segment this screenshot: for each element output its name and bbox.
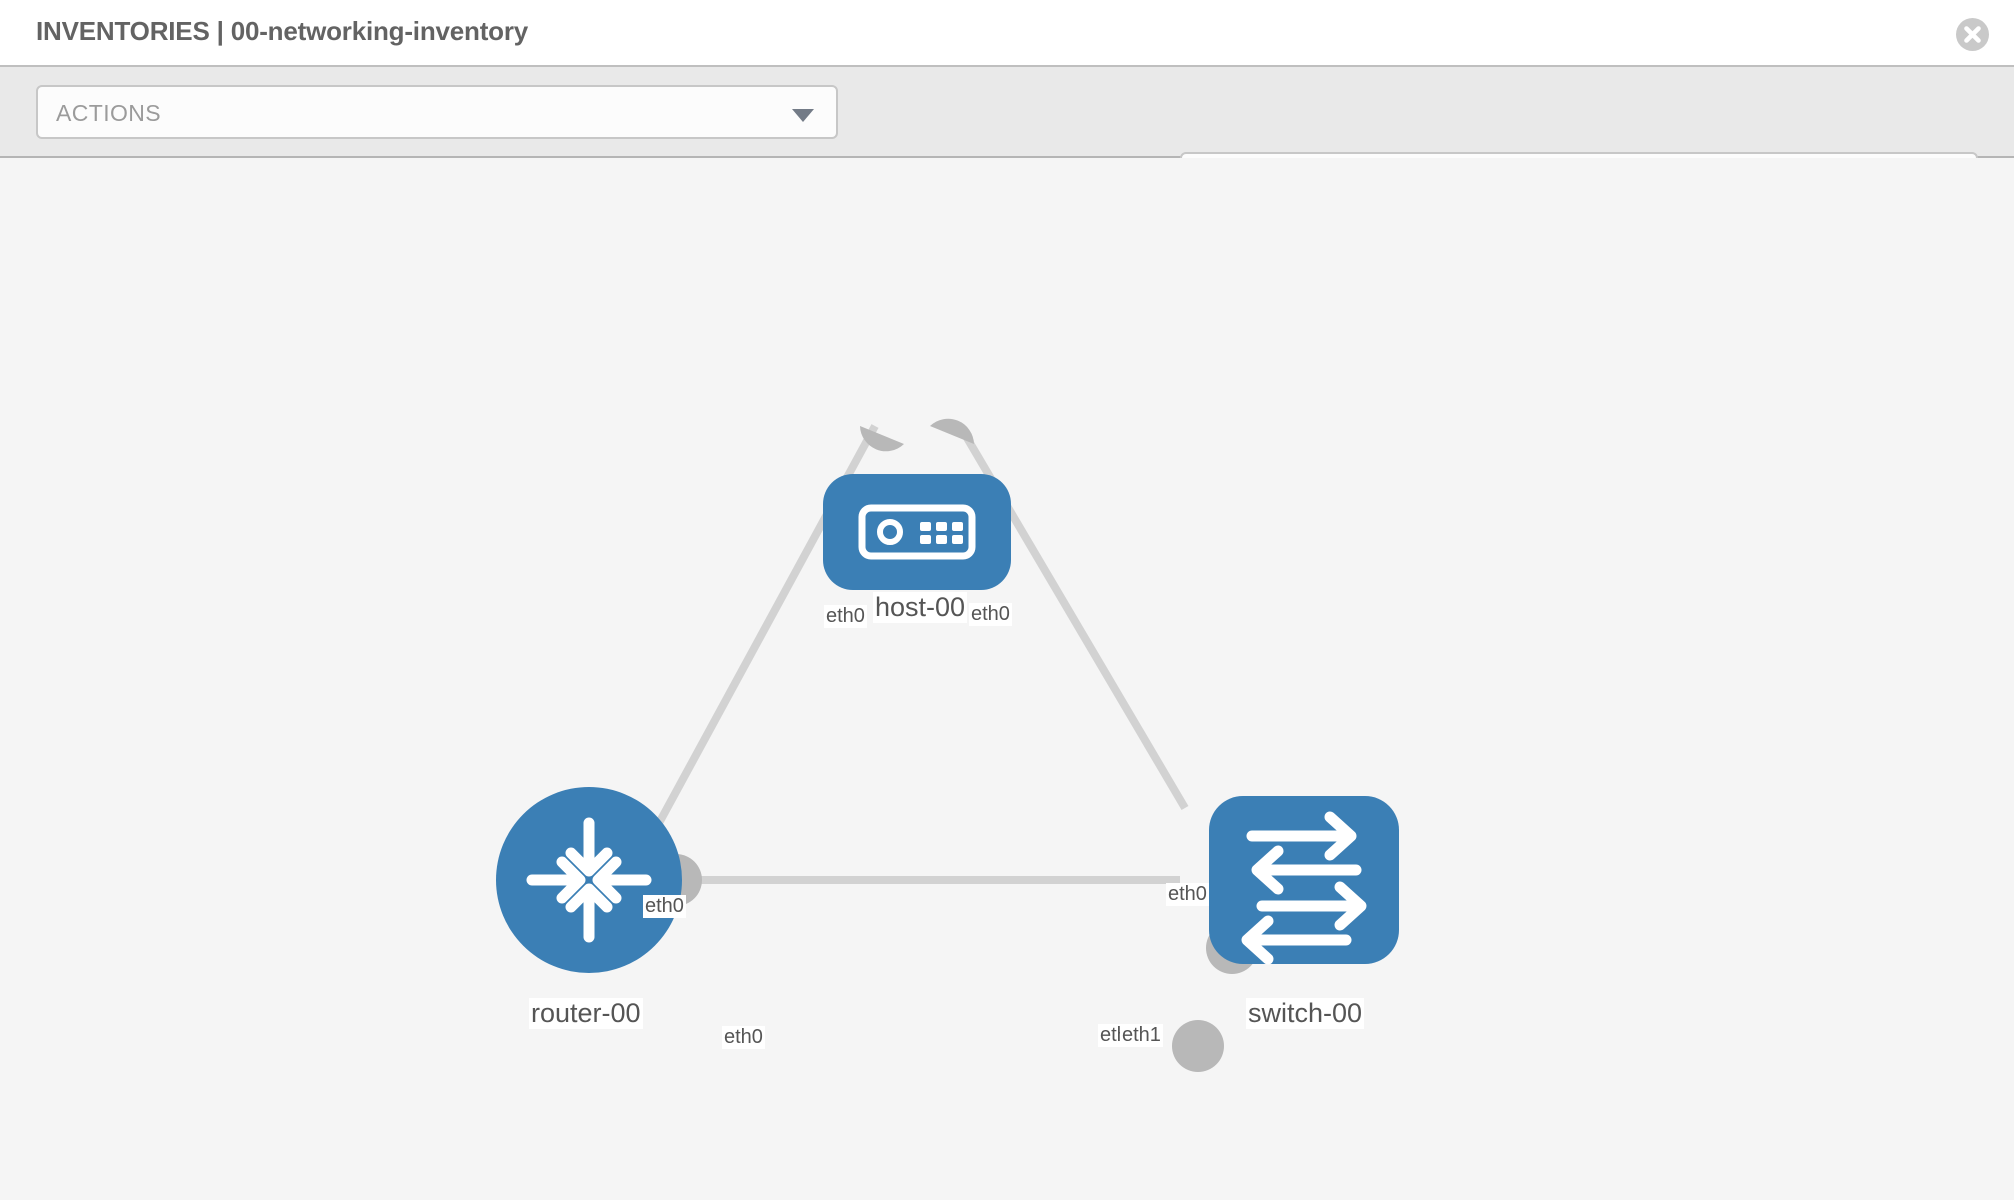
node-host-00[interactable]: [823, 474, 1011, 590]
switch-icon: [1241, 811, 1367, 965]
server-icon: [858, 504, 976, 560]
iface-label-switch-left-front: eth1: [1120, 1024, 1163, 1047]
page-header: INVENTORIES | 00-networking-inventory: [0, 0, 2014, 67]
actions-dropdown[interactable]: ACTIONS: [36, 85, 838, 139]
toolbar: ACTIONS SEARCH: [0, 67, 2014, 206]
node-label-host-00: host-00: [873, 592, 968, 624]
connector-router-right: [676, 854, 702, 906]
router-icon: [526, 817, 652, 943]
connector-switch-left: [1172, 1020, 1224, 1072]
iface-label-host-right: eth0: [969, 603, 1012, 626]
node-switch-00[interactable]: [1209, 796, 1399, 965]
iface-label-router-up: eth0: [643, 895, 686, 918]
close-icon[interactable]: [1956, 18, 1989, 51]
topology-canvas[interactable]: host-00 router-00 switch-00 eth0 eth0 et…: [0, 158, 2014, 1200]
iface-label-host-left: eth0: [824, 605, 867, 628]
topology-graph: [496, 418, 1399, 1072]
chevron-down-icon: [792, 109, 814, 122]
node-label-router-00: router-00: [529, 998, 643, 1030]
connector-host-left: [860, 426, 904, 452]
node-label-switch-00: switch-00: [1246, 998, 1365, 1030]
actions-dropdown-label: ACTIONS: [56, 100, 162, 126]
iface-label-router-right: eth0: [722, 1026, 765, 1049]
node-router-00[interactable]: [496, 787, 682, 973]
page-title: INVENTORIES | 00-networking-inventory: [36, 16, 529, 46]
connector-host-right: [930, 418, 974, 444]
iface-label-switch-up: eth0: [1166, 883, 1209, 906]
